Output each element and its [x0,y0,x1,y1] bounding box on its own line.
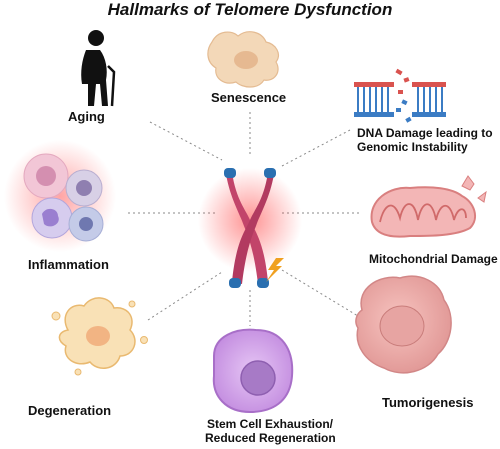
chromosome-icon [198,168,302,288]
label-senescence: Senescence [211,90,287,105]
label-dna-damage: DNA Damage leading to Genomic Instabilit… [357,126,493,155]
label-mitochondrial-damage: Mitochondrial Damage [369,252,498,266]
damaged-dna-icon [354,68,446,123]
degenerating-cell-icon [51,297,148,376]
label-stem-cell: Stem Cell Exhaustion/ Reduced Regenerati… [205,417,336,446]
label-stem-cell-line-2: Reduced Regeneration [205,430,336,445]
tumor-cell-icon [355,275,452,374]
label-dna-damage-line-2: Genomic Instability [357,139,468,154]
mitochondrion-icon [370,175,487,238]
label-degeneration: Degeneration [28,403,112,418]
immune-cells-icon [4,140,116,252]
label-aging: Aging [68,109,105,124]
label-stem-cell-line-1: Stem Cell Exhaustion/ [206,417,334,431]
label-inflammation: Inflammation [28,257,109,272]
diagram-title: Hallmarks of Telomere Dysfunction [107,0,393,19]
elderly-person-icon [81,30,116,107]
label-dna-damage-line-1: DNA Damage leading to [357,126,493,140]
label-tumorigenesis: Tumorigenesis [382,395,474,410]
senescent-cell-icon [207,31,279,88]
stem-cell-icon [212,328,294,414]
